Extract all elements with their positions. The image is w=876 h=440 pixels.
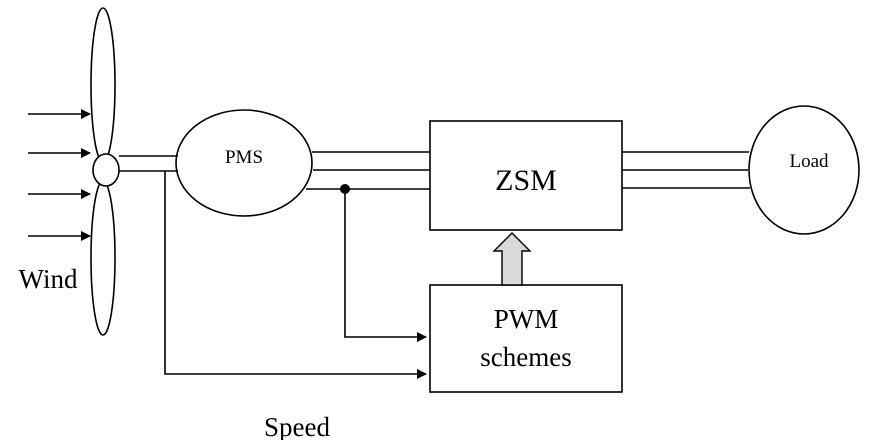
turbine-blade-lower: [90, 180, 116, 336]
load-label: Load: [789, 151, 829, 172]
speed-feedback-path: [164, 171, 427, 379]
turbine-blade-upper: [90, 7, 116, 163]
drive-shaft: [119, 155, 178, 172]
generator-pms: [175, 109, 313, 217]
controller-label-line2: schemes: [480, 342, 571, 372]
generator-label: PMS: [225, 147, 263, 168]
turbine-rotor: [90, 7, 120, 336]
speed-label: Speed: [264, 412, 330, 440]
converter-zsm-block: [429, 120, 623, 231]
three-phase-lines-load: [622, 151, 750, 189]
turbine-hub: [92, 153, 120, 187]
controller-label-line1: PWM: [494, 304, 559, 334]
load: [748, 105, 860, 235]
wind-label: Wind: [19, 264, 78, 294]
three-phase-lines-generator: [306, 151, 430, 190]
control-signal-arrow: [492, 232, 532, 286]
wind-arrows: [28, 109, 91, 241]
junction-dot: [340, 184, 350, 194]
voltage-feedback-path: [344, 189, 427, 342]
controller-pwm-block: [429, 284, 623, 393]
converter-label: ZSM: [495, 164, 557, 197]
